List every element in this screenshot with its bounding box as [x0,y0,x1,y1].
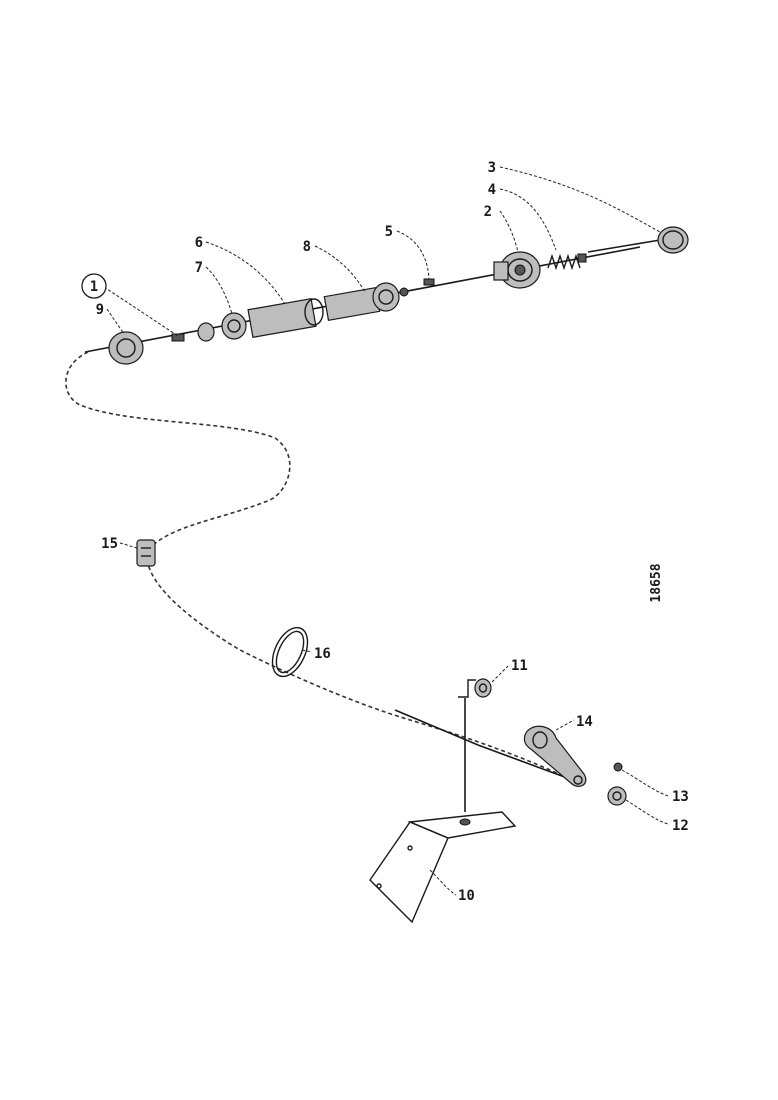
callout-3: 3 [488,160,496,176]
flexible-cable [65,351,586,787]
part-11-bracket-clip [458,678,492,698]
callout-14: 14 [576,714,593,730]
part-5-clip [423,278,435,286]
callout-labels: 1 2 3 4 5 6 7 8 9 10 11 12 13 14 15 16 1… [81,160,689,904]
cable-end-rod [394,709,579,783]
callout-10: 10 [458,888,475,904]
leader-lines [103,166,669,896]
part-9-end-fitting [108,331,144,365]
part-13-washer [613,762,623,772]
part-12-nut [607,786,627,806]
callout-15: 15 [101,536,118,552]
callout-11: 11 [511,658,528,674]
part-16-ring [271,626,309,678]
callout-8: 8 [303,239,311,255]
part-4-spring [547,253,587,271]
callout-5: 5 [385,224,393,240]
part-14-lever [523,725,587,787]
part-1-housing [323,282,409,322]
callout-12: 12 [672,818,689,834]
collar [171,322,215,342]
callout-1: 1 [90,279,98,295]
part-3-knob [657,226,689,254]
callout-7: 7 [195,260,203,276]
callout-13: 13 [672,789,689,805]
part-2-bushing [493,251,541,289]
callout-4: 4 [488,182,496,198]
part-10-mounting-bracket [369,811,517,924]
callout-9: 9 [96,302,104,318]
drawing-code: 18658 [649,563,664,602]
part-6-sleeve [247,297,324,339]
part-15-clip [136,539,156,567]
callout-16: 16 [314,646,331,662]
part-7-nut [221,312,247,340]
callout-2: 2 [484,204,492,220]
callout-1-circle [81,273,107,299]
callout-6: 6 [195,235,203,251]
